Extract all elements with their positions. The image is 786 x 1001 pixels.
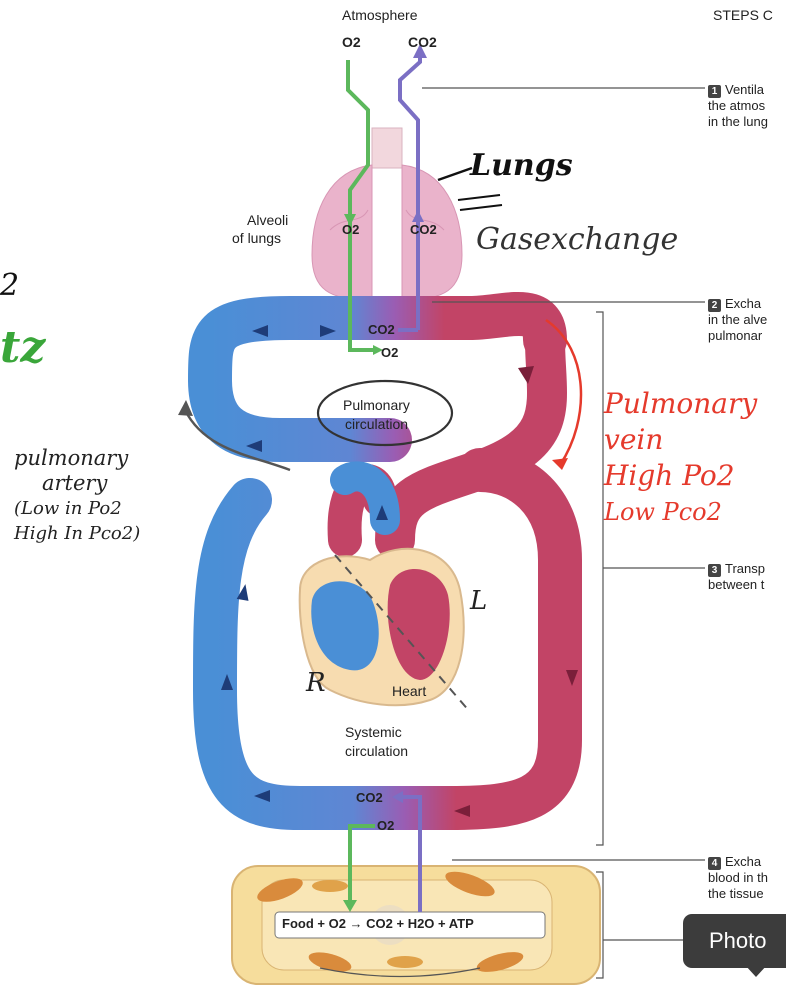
hw-edge-black: 2 xyxy=(0,268,20,303)
step-4-line-3: the tissue xyxy=(708,886,764,901)
hw-pulmonary-vein: Pulmonary vein High Po2 Low Pco2 xyxy=(604,386,757,530)
pul-co2-label: CO2 xyxy=(368,322,395,337)
gas-lines xyxy=(343,44,427,912)
hw-edge-green: tz xyxy=(0,322,46,373)
pulmonary-circ-label-2: circulation xyxy=(345,416,409,432)
alveoli-label-1: Alveoli xyxy=(247,212,289,228)
heart xyxy=(298,547,471,713)
atmosphere-label: Atmosphere xyxy=(342,7,418,23)
step-3-number: 3 xyxy=(708,564,721,577)
hw-pv-line-4: Low Pco2 xyxy=(604,498,722,526)
alv-co2-label: CO2 xyxy=(410,222,437,237)
hw-pa-line-4: High In Pco2) xyxy=(14,523,141,544)
pulmonary-circ-label-1: Pulmonary xyxy=(343,397,410,413)
step-2-line-1: Excha xyxy=(725,296,762,311)
hw-pa-line-1: pulmonary xyxy=(14,446,129,470)
step-1-line-2: the atmos xyxy=(708,98,766,113)
hw-pa-line-2: artery xyxy=(42,471,108,495)
heart-label: Heart xyxy=(392,683,427,699)
step-connectors xyxy=(319,87,705,979)
step-4-line-2: blood in th xyxy=(708,870,768,885)
step-4-number: 4 xyxy=(708,857,721,870)
step-2-number: 2 xyxy=(708,299,721,312)
systemic-circ-label-1: Systemic xyxy=(345,724,402,740)
step-3: 3 Transp between t xyxy=(708,561,765,593)
tissue xyxy=(231,865,601,985)
step-4-line-1: Excha xyxy=(725,854,762,869)
hw-pv-line-1: Pulmonary xyxy=(604,387,758,420)
step-2-line-3: pulmonar xyxy=(708,328,763,343)
hw-pulmonary-artery: pulmonary artery (Low in Po2 High In Pco… xyxy=(14,446,140,546)
annotation-strokes xyxy=(178,166,583,472)
step-3-line-2: between t xyxy=(708,577,765,592)
steps-title: STEPS C xyxy=(713,7,773,23)
systemic-circ-label-2: circulation xyxy=(345,743,409,759)
step-1: 1 Ventila the atmos in the lung xyxy=(708,82,768,130)
atm-co2-label: CO2 xyxy=(408,34,437,50)
hw-left-label: L xyxy=(470,586,488,616)
atm-o2-label: O2 xyxy=(342,34,361,50)
step-2: 2 Excha in the alve pulmonar xyxy=(708,296,767,344)
hw-pv-line-3: High Po2 xyxy=(604,459,735,492)
hw-pv-line-2: vein xyxy=(604,423,664,456)
hw-pa-line-3: (Low in Po2 xyxy=(14,498,122,519)
sys-o2-label: O2 xyxy=(377,818,395,833)
systemic-loop xyxy=(192,448,582,830)
alveoli-label-2: of lungs xyxy=(232,230,282,246)
flow-arrows xyxy=(221,325,578,817)
alv-o2-label: O2 xyxy=(342,222,360,237)
cell-equation: Food + O2 → CO2 + H2O + ATP xyxy=(282,916,474,931)
step-3-line-1: Transp xyxy=(725,561,765,576)
step-2-line-2: in the alve xyxy=(708,312,768,327)
hw-gas-exchange: Gasexchange xyxy=(476,222,679,257)
pul-o2-label: O2 xyxy=(381,345,399,360)
photo-button[interactable]: Photo xyxy=(683,914,786,968)
step-1-line-1: Ventila xyxy=(725,82,765,97)
step-4: 4 Excha blood in th the tissue xyxy=(708,854,768,902)
hw-right-label: R xyxy=(306,668,326,698)
photo-button-tail xyxy=(745,965,767,977)
step-1-number: 1 xyxy=(708,85,721,98)
hw-lungs: Lungs xyxy=(470,148,573,183)
sys-co2-label: CO2 xyxy=(356,790,383,805)
lungs xyxy=(311,127,463,301)
step-1-line-3: in the lung xyxy=(708,114,768,129)
